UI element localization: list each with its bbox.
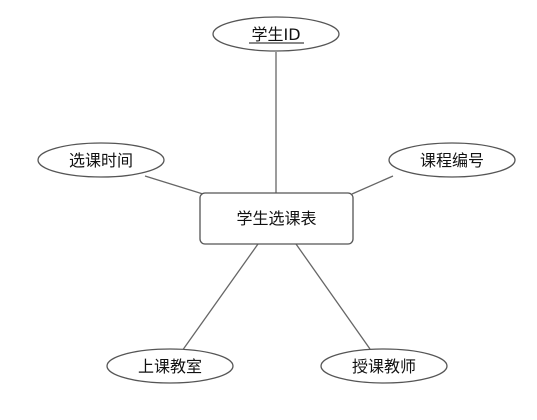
entity-label: 学生选课表 (236, 209, 316, 228)
attribute-student-id[interactable]: 学生ID (212, 16, 340, 52)
attribute-teacher[interactable]: 授课教师 (320, 348, 448, 384)
attribute-label-course-time: 选课时间 (69, 151, 133, 170)
attribute-course-number[interactable]: 课程编号 (388, 142, 516, 178)
connector-course-number (351, 175, 394, 195)
attribute-label-teacher: 授课教师 (352, 357, 416, 376)
attribute-label-classroom: 上课教室 (138, 357, 202, 376)
connector-classroom (181, 243, 259, 352)
connector-teacher (295, 243, 371, 350)
entity-box[interactable]: 学生选课表 (199, 192, 354, 245)
connector-course-time (144, 175, 204, 195)
attribute-label-course-number: 课程编号 (420, 151, 484, 170)
attribute-course-time[interactable]: 选课时间 (37, 142, 165, 178)
attribute-classroom[interactable]: 上课教室 (106, 348, 234, 384)
attribute-label-student-id: 学生ID (251, 25, 300, 44)
